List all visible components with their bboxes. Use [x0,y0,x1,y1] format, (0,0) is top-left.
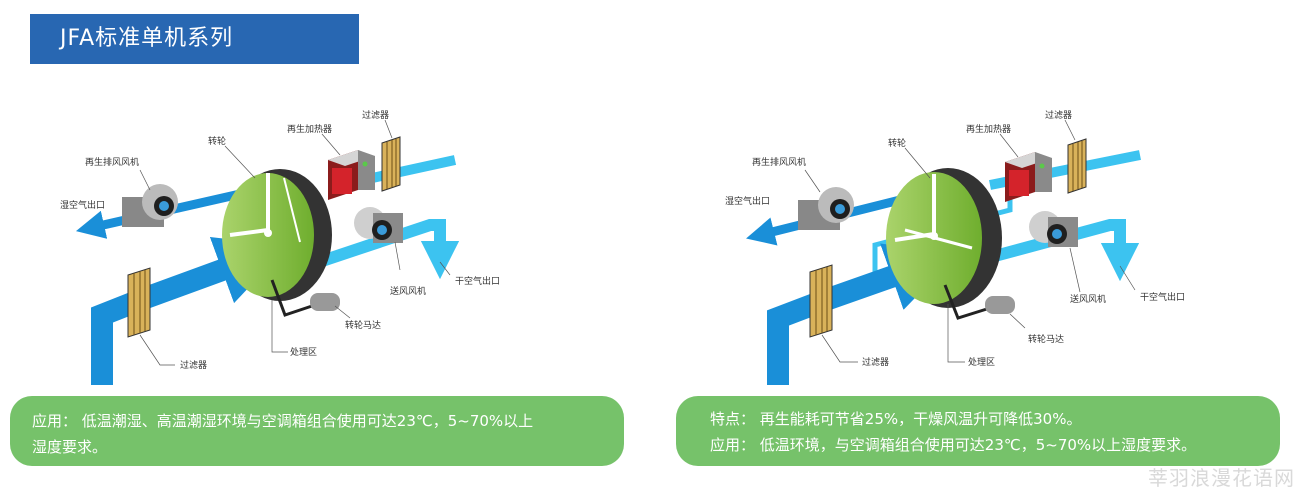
label-regen-exhaust-fan: 再生排风风机 [85,156,139,168]
wheel-motor [310,293,340,311]
label-process-zone: 处理区 [968,356,995,368]
filter-top [1067,138,1087,194]
label-wheel-motor: 转轮马达 [345,319,381,331]
left-diagram-svg: 再生排风风机 转轮 再生加热器 过滤器 湿空气出口 送风风机 干空气出口 转轮马… [60,109,500,385]
filter-bottom [127,267,151,338]
right-features-panel: 特点： 再生能耗可节省25%，干燥风温升可降低30%。 应用： 低温环境，与空调… [676,396,1280,466]
label-dry-air-out: 干空气出口 [1140,291,1185,303]
left-panel-line-1: 应用： 低温潮湿、高温潮湿环境与空调箱组合使用可达23℃，5~70%以上 [32,412,534,430]
label-process-zone: 处理区 [290,346,317,358]
label-regen-exhaust-fan: 再生排风风机 [752,156,806,168]
right-panel-line-1: 特点： 再生能耗可节省25%，干燥风温升可降低30%。 [710,410,1082,428]
wheel-motor [985,296,1015,314]
desiccant-wheel [222,169,332,301]
label-wheel: 转轮 [888,137,906,149]
label-dry-air-out: 干空气出口 [455,275,500,287]
left-dehumidifier-diagram: 再生排风风机 转轮 再生加热器 过滤器 湿空气出口 送风风机 干空气出口 转轮马… [40,90,600,390]
right-panel-line-2: 应用： 低温环境，与空调箱组合使用可达23℃，5~70%以上湿度要求。 [710,436,1197,454]
filter-bottom [809,264,833,338]
label-filter-bottom: 过滤器 [862,356,889,368]
process-air-inlet-stream [91,237,289,385]
page-title: JFA标准单机系列 [30,14,359,64]
left-panel-line-2: 湿度要求。 [32,438,108,456]
label-wet-air-out: 湿空气出口 [60,199,105,211]
label-wheel-motor: 转轮马达 [1028,333,1064,345]
supply-fan [354,207,403,243]
desiccant-wheel [886,168,1002,308]
label-wheel: 转轮 [208,135,226,147]
regen-exhaust-fan [122,184,178,227]
label-filter-top: 过滤器 [362,109,389,121]
label-supply-fan: 送风风机 [390,285,426,297]
label-regen-heater: 再生加热器 [966,123,1011,135]
label-filter-bottom: 过滤器 [180,359,207,371]
watermark: 莘羽浪漫花语网 [1148,466,1295,490]
label-supply-fan: 送风风机 [1070,293,1106,305]
label-filter-top: 过滤器 [1045,109,1072,121]
label-wet-air-out: 湿空气出口 [725,195,770,207]
supply-fan [1029,211,1078,247]
filter-top [381,136,401,192]
label-regen-heater: 再生加热器 [287,123,332,135]
dry-air-outlet-stream [308,219,460,280]
regen-heater [1005,152,1052,202]
right-diagram-svg: 再生排风风机 转轮 再生加热器 过滤器 湿空气出口 送风风机 干空气出口 转轮马… [725,109,1185,385]
right-dehumidifier-diagram: 再生排风风机 转轮 再生加热器 过滤器 湿空气出口 送风风机 干空气出口 转轮马… [710,90,1270,390]
regen-heater [328,150,375,200]
regen-exhaust-fan [798,187,854,230]
left-application-panel: 应用： 低温潮湿、高温潮湿环境与空调箱组合使用可达23℃，5~70%以上 湿度要… [10,396,624,466]
process-air-inlet-stream [767,243,959,385]
